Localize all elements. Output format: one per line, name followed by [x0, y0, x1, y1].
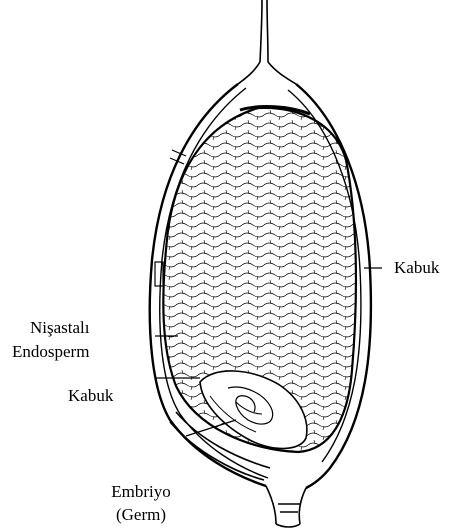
husk-label-right: Kabuk — [394, 258, 439, 278]
embryo-label-line2: (Germ) — [96, 505, 186, 525]
embryo-label-line1: Embriyo — [96, 482, 186, 502]
endosperm-label-line1: Nişastalı — [30, 318, 90, 338]
awn — [238, 0, 296, 84]
husk-label-left: Kabuk — [68, 386, 113, 406]
endosperm-label-line2: Endosperm — [12, 342, 89, 362]
seed-base — [266, 486, 306, 527]
